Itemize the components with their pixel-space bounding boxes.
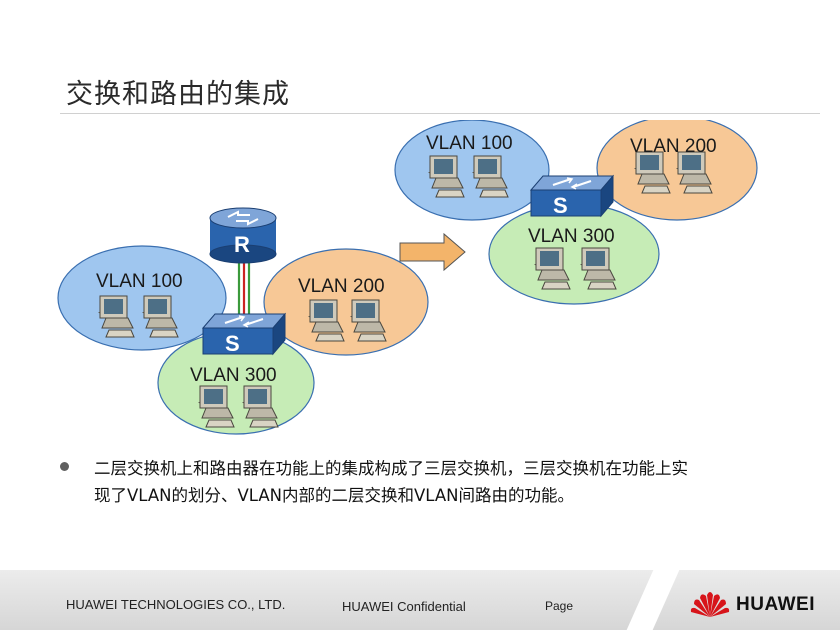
right-switch-letter: S bbox=[553, 193, 568, 218]
transform-arrow-icon bbox=[399, 232, 466, 272]
left-vlan-300-label: VLAN 300 bbox=[190, 365, 277, 386]
bullet-item: 二层交换机上和路由器在功能上的集成构成了三层交换机，三层交换机在功能上实现了VL… bbox=[60, 455, 700, 509]
network-diagram: R S VLAN 100 VLAN 200 VLAN 300 S VLAN 10… bbox=[57, 120, 758, 435]
router-icon bbox=[209, 207, 277, 264]
logo-wordmark: HUAWEI bbox=[736, 594, 815, 615]
left-switch-letter: S bbox=[225, 331, 240, 356]
right-vlan-100-area bbox=[394, 120, 550, 221]
footer-company: HUAWEI TECHNOLOGIES CO., LTD. bbox=[66, 597, 286, 612]
left-vlan-100-label: VLAN 100 bbox=[96, 271, 183, 292]
huawei-logo: HUAWEI bbox=[688, 587, 828, 621]
bullet-dot-icon bbox=[60, 462, 69, 471]
slide-title: 交换和路由的集成 bbox=[66, 79, 290, 110]
left-vlan-200-label: VLAN 200 bbox=[298, 276, 385, 297]
title-divider bbox=[60, 113, 820, 114]
right-vlan-200-area bbox=[596, 120, 758, 221]
huawei-flower-icon bbox=[690, 592, 730, 617]
right-vlan-200-label: VLAN 200 bbox=[630, 136, 717, 157]
footer-bar: HUAWEI TECHNOLOGIES CO., LTD. HUAWEI Con… bbox=[0, 570, 840, 630]
right-vlan-100-label: VLAN 100 bbox=[426, 133, 513, 154]
switch-icon bbox=[202, 313, 286, 355]
bullet-text: 二层交换机上和路由器在功能上的集成构成了三层交换机，三层交换机在功能上实现了VL… bbox=[94, 459, 688, 505]
right-vlan-300-area bbox=[488, 203, 660, 305]
left-vlan-100-area bbox=[57, 245, 227, 351]
router-letter: R bbox=[234, 232, 250, 257]
footer-page-label: Page bbox=[545, 599, 574, 613]
switch-icon bbox=[530, 175, 614, 217]
right-vlan-300-label: VLAN 300 bbox=[528, 226, 615, 247]
footer-divider bbox=[626, 570, 680, 630]
footer-confidential: HUAWEI Confidential bbox=[342, 599, 466, 614]
left-vlan-200-area bbox=[263, 248, 429, 356]
